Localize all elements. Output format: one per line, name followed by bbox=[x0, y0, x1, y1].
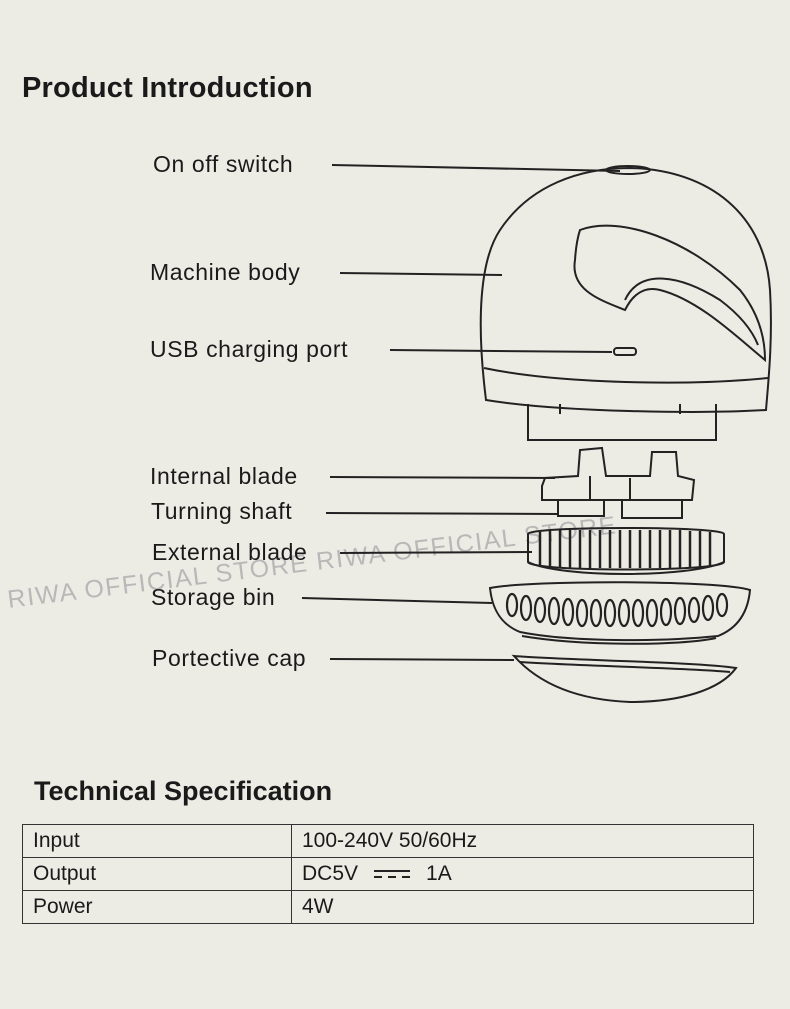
protective-cap-shape bbox=[511, 654, 738, 704]
label-usb-charging-port: USB charging port bbox=[150, 336, 349, 362]
external-blade-shape bbox=[527, 527, 725, 571]
spec-value: 4W bbox=[291, 890, 754, 924]
on-off-switch bbox=[605, 165, 651, 175]
usb-charging-port bbox=[613, 347, 637, 356]
leader-line-cap bbox=[329, 658, 515, 661]
table-row: Power 4W bbox=[22, 890, 754, 924]
spec-key: Power bbox=[22, 890, 292, 924]
spec-key: Input bbox=[22, 824, 292, 858]
label-turning-shaft: Turning shaft bbox=[151, 498, 293, 524]
spec-key: Output bbox=[22, 857, 292, 891]
leader-line-external-blade bbox=[339, 551, 533, 554]
label-internal-blade: Internal blade bbox=[150, 463, 298, 489]
leader-line-usb bbox=[389, 349, 613, 353]
leader-line-shaft bbox=[325, 512, 559, 515]
direct-current-symbol-icon bbox=[374, 870, 411, 879]
leader-line-bin bbox=[301, 597, 493, 604]
section-title-technical-specification: Technical Specification bbox=[34, 776, 333, 806]
leader-line-internal-blade bbox=[329, 476, 556, 479]
turning-shaft-shape bbox=[557, 500, 683, 519]
table-row: Output DC5V 1A bbox=[22, 857, 754, 891]
label-on-off-switch: On off switch bbox=[153, 151, 294, 177]
leader-line-body bbox=[339, 272, 503, 276]
spec-value: DC5V 1A bbox=[291, 857, 754, 891]
spec-value-prefix: DC5V bbox=[302, 862, 359, 885]
label-external-blade: External blade bbox=[152, 539, 308, 565]
section-title-product-introduction: Product Introduction bbox=[22, 72, 313, 104]
storage-bin-shape bbox=[488, 581, 752, 642]
spec-value-suffix: 1A bbox=[426, 862, 452, 885]
table-row: Input 100-240V 50/60Hz bbox=[22, 824, 754, 858]
label-storage-bin: Storage bin bbox=[151, 584, 276, 610]
machine-body-base-line bbox=[483, 367, 769, 384]
label-machine-body: Machine body bbox=[150, 259, 301, 285]
internal-blade-shape bbox=[541, 446, 696, 501]
label-protective-cap: Portective cap bbox=[152, 645, 307, 671]
machine-body-swoosh-inner bbox=[624, 277, 759, 346]
leader-line-switch bbox=[331, 164, 621, 172]
spec-table: Input 100-240V 50/60Hz Output DC5V 1A Pow… bbox=[22, 824, 754, 924]
machine-body-shape bbox=[479, 166, 772, 413]
spec-value: 100-240V 50/60Hz bbox=[291, 824, 754, 858]
machine-body-swoosh bbox=[573, 224, 767, 363]
